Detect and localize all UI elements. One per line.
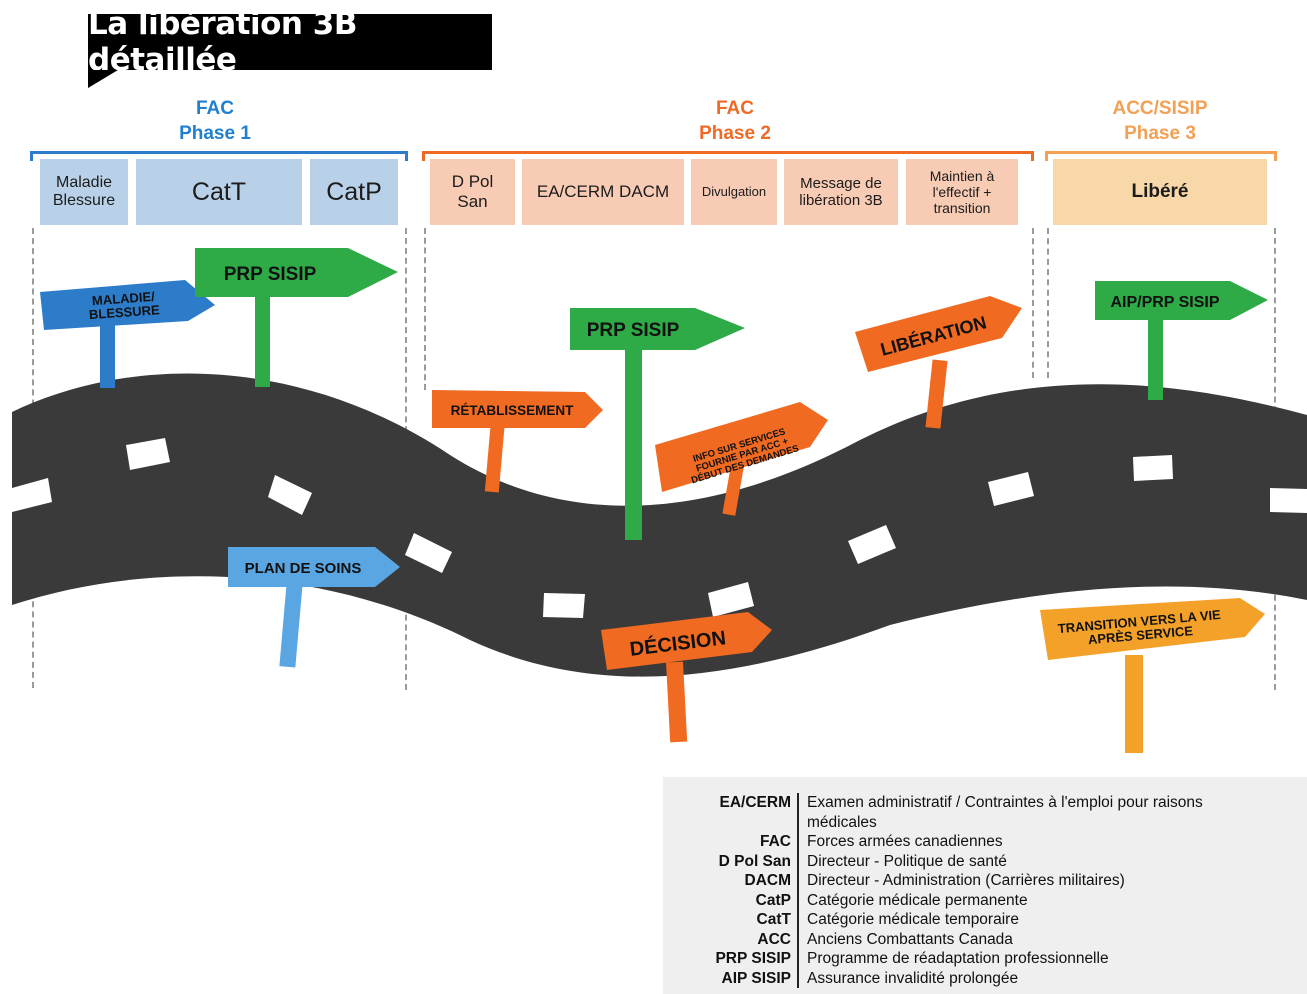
sign-retab-label: RÉTABLISSEMENT bbox=[451, 403, 575, 418]
sign-aip-prp-sisip: AIP/PRP SISIP bbox=[1095, 281, 1268, 400]
stage-message-liberation: Message de libération 3B bbox=[784, 159, 898, 225]
legend-definition: Forces armées canadiennes bbox=[807, 833, 1003, 850]
phase-1-bracket bbox=[30, 151, 408, 161]
phase-3-bracket bbox=[1045, 151, 1277, 161]
sign-retablissement: RÉTABLISSEMENT bbox=[432, 390, 603, 493]
divider-line bbox=[424, 228, 426, 390]
phase-1-header: FAC Phase 1 bbox=[130, 96, 300, 146]
stage-d-pol-san: D Pol San bbox=[430, 159, 515, 225]
legend-row: DACM Directeur - Administration (Carrière… bbox=[693, 871, 1237, 891]
legend-abbr: PRP SISIP bbox=[693, 949, 799, 969]
phase-1-org: FAC bbox=[196, 98, 234, 119]
legend-abbr: EA/CERM bbox=[693, 793, 799, 832]
legend-definition: Directeur - Administration (Carrières mi… bbox=[807, 872, 1125, 889]
stage-ea-cerm-dacm: EA/CERM DACM bbox=[522, 159, 684, 225]
legend-definition: Programme de réadaptation professionnell… bbox=[807, 950, 1109, 967]
legend-abbr: FAC bbox=[693, 832, 799, 852]
phase-3-label: Phase 3 bbox=[1124, 123, 1196, 144]
phase-2-label: Phase 2 bbox=[699, 123, 771, 144]
sign-aip-label: AIP/PRP SISIP bbox=[1110, 294, 1219, 311]
sign-prp2-label: PRP SISIP bbox=[587, 320, 680, 341]
legend-abbr: DACM bbox=[693, 871, 799, 891]
sign-plan-label: PLAN DE SOINS bbox=[245, 560, 362, 577]
stage-catp: CatP bbox=[310, 159, 398, 225]
legend-definition: Examen administratif / Contraintes à l'e… bbox=[807, 794, 1203, 831]
sign-maladie-label: MALADIE/BLESSURE bbox=[88, 289, 161, 323]
legend-definition: Catégorie médicale temporaire bbox=[807, 911, 1019, 928]
phase-1-label: Phase 1 bbox=[179, 123, 251, 144]
sign-transition: TRANSITION VERS LA VIEAPRÈS SERVICE bbox=[1040, 598, 1265, 753]
lane-markings bbox=[12, 438, 1307, 618]
legend-row: ACC Anciens Combattants Canada bbox=[693, 929, 1237, 949]
sign-plan-de-soins: PLAN DE SOINS bbox=[228, 547, 400, 668]
legend-definition: Directeur - Politique de santé bbox=[807, 852, 1007, 870]
legend-definition: Assurance invalidité prolongée bbox=[807, 969, 1019, 987]
legend-abbr: CatT bbox=[693, 910, 799, 930]
legend-definition: Catégorie médicale permanente bbox=[807, 891, 1028, 909]
sign-prp-sisip-1: PRP SISIP bbox=[195, 248, 398, 387]
legend-abbr: ACC bbox=[693, 929, 799, 949]
legend-definition: Anciens Combattants Canada bbox=[807, 930, 1013, 948]
legend-abbr: CatP bbox=[693, 890, 799, 910]
sign-decision: DÉCISION bbox=[601, 612, 772, 743]
legend-row: CatP Catégorie médicale permanente bbox=[693, 890, 1237, 910]
stage-divulgation: Divulgation bbox=[691, 159, 777, 225]
sign-prp-sisip-2: PRP SISIP bbox=[570, 308, 745, 540]
sign-maladie-blessure: MALADIE/BLESSURE bbox=[40, 280, 215, 388]
road bbox=[12, 373, 1307, 677]
stage-catt: CatT bbox=[136, 159, 302, 225]
legend-abbr: AIP SISIP bbox=[693, 968, 799, 988]
stage-maladie-blessure: Maladie Blessure bbox=[40, 159, 128, 225]
stage-libere: Libéré bbox=[1053, 159, 1267, 225]
legend-abbr: D Pol San bbox=[693, 851, 799, 871]
title-bubble-tail bbox=[88, 70, 118, 88]
sign-prp1-label: PRP SISIP bbox=[224, 264, 317, 285]
legend-row: AIP SISIP Assurance invalidité prolongée bbox=[693, 968, 1237, 988]
phase-3-org: ACC/SISIP bbox=[1112, 98, 1208, 119]
divider-line bbox=[1047, 228, 1049, 378]
phase-2-bracket bbox=[422, 151, 1034, 161]
legend-row: PRP SISIP Programme de réadaptation profe… bbox=[693, 949, 1237, 969]
legend-row: D Pol San Directeur - Politique de santé bbox=[693, 851, 1237, 871]
legend-row: FAC Forces armées canadiennes bbox=[693, 832, 1237, 852]
divider-line bbox=[1032, 228, 1034, 378]
phase-3-header: ACC/SISIP Phase 3 bbox=[1070, 96, 1250, 146]
legend-row: CatT Catégorie médicale temporaire bbox=[693, 910, 1237, 930]
stage-maintien-effectif: Maintien à l'effectif + transition bbox=[906, 159, 1018, 225]
phase-2-org: FAC bbox=[716, 98, 754, 119]
phase-2-header: FAC Phase 2 bbox=[640, 96, 830, 146]
